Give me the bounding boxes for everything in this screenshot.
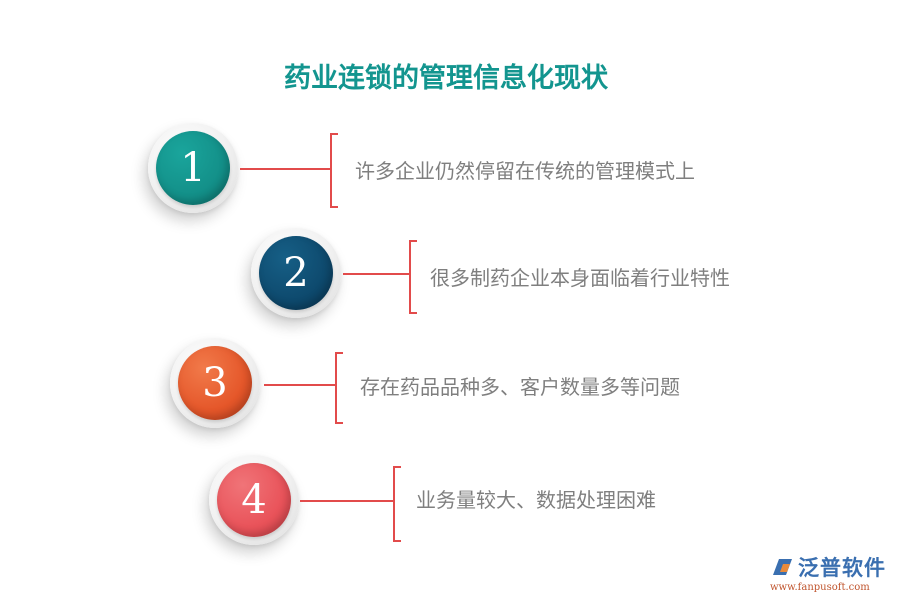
number-3: 3 [178, 346, 252, 420]
bracket-icon [330, 133, 338, 208]
logo-mark-icon [773, 559, 792, 575]
item-text-2: 很多制药企业本身面临着行业特性 [430, 266, 730, 290]
number-badge-3: 3 [170, 338, 260, 428]
item-text-4: 业务量较大、数据处理困难 [416, 488, 656, 512]
brand-logo: 泛普软件 www.fanpusoft.com [770, 552, 894, 596]
connector-line [264, 384, 336, 386]
bracket-icon [393, 466, 401, 542]
connector-line [343, 273, 410, 275]
item-text-1: 许多企业仍然停留在传统的管理模式上 [355, 159, 695, 183]
number-2: 2 [259, 236, 333, 310]
logo-name: 泛普软件 [798, 556, 886, 580]
connector-line [300, 500, 394, 502]
number-badge-1: 1 [148, 123, 238, 213]
bracket-icon [409, 240, 417, 314]
number-badge-4: 4 [209, 455, 299, 545]
number-4: 4 [217, 463, 291, 537]
item-text-3: 存在药品品种多、客户数量多等问题 [360, 375, 680, 399]
connector-line [240, 168, 332, 170]
number-badge-2: 2 [251, 228, 341, 318]
page-title: 药业连锁的管理信息化现状 [284, 63, 608, 94]
logo-url: www.fanpusoft.com [770, 582, 870, 593]
bracket-icon [335, 352, 343, 424]
number-1: 1 [156, 131, 230, 205]
